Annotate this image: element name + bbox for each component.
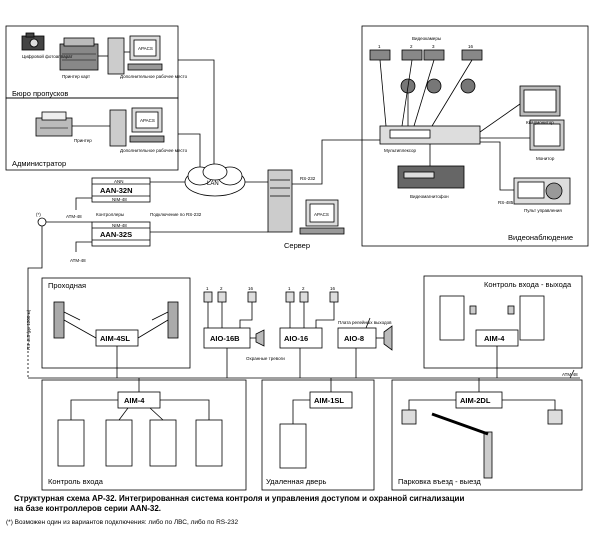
zone-sensors [203,291,339,303]
label-passage: Проходная [48,281,86,290]
label-workstation: Дополнительное рабочее место [120,74,188,79]
entrance-control-box [41,379,247,491]
label-cam-16: 16 [468,44,474,49]
remote-door-box [261,379,375,491]
parking-box [391,379,583,491]
camera-row [369,49,483,61]
label-aim4sl: AIM-4SL [100,334,130,343]
workstation-badge-icon [107,35,163,75]
label-aio16b: AIO-16B [210,334,240,343]
label-zone-1: 1 [206,286,209,291]
door-icon-right [439,295,545,341]
door-icons-entrance [57,419,223,467]
aan32s-box [91,221,151,247]
label-relay-board: Плата релейных выходов [338,319,392,325]
label-aim2dl: AIM-2DL [460,396,491,405]
video-surveillance-box [361,25,589,247]
passage-box [41,277,191,369]
digital-camera-icon [21,32,45,51]
label-aio16: AIO-16 [284,334,308,343]
label-workstation-2: Дополнительное рабочее место [120,148,188,153]
label-cam-3: 3 [432,44,435,49]
label-aio8: AIO-8 [344,334,364,343]
label-printer: Принтер [74,138,92,143]
label-video-recorder: Видеомагнитофон [410,194,449,199]
aan32n-box [91,177,151,203]
door-icon-remote [279,423,307,469]
label-administrator: Администратор [12,159,66,168]
label-zone-1b: 1 [288,286,291,291]
aio16-box [279,327,323,349]
workstation-admin-icon [109,107,165,147]
label-aan32s: AAN-32S [100,230,132,239]
label-zone-2b: 2 [302,286,305,291]
label-aim1sl: AIM-1SL [314,396,344,405]
quad-monitor-icon [519,85,561,117]
dome-camera-row [400,78,476,94]
label-aan-sub2: NIM-48 [112,223,127,228]
lan-cloud [184,163,246,197]
label-aan-sub1: NIM-48 [112,197,127,202]
label-parking: Парковка въезд - выезд [398,477,481,486]
label-monitor: Монитор [536,156,555,161]
card-printer-icon [59,37,99,71]
label-rs485: RS-485 [498,200,514,205]
label-zone-16b: 16 [330,286,336,291]
printer-icon [35,111,73,137]
label-atm-right: ATM-48 [562,372,578,377]
label-note-star: (*) [36,212,41,217]
label-rs232: RS-232 [300,176,316,181]
label-rs485-length: RS-485 (до 1200 м) [26,309,31,350]
label-multiplexer: Мультиплексор [384,148,417,153]
diagram-caption: Структурная схема АР-32. Интегрированная… [14,494,574,514]
label-badge-office: Бюро пропусков [12,89,68,98]
label-apacs-1: APACS [138,46,153,51]
label-controllers: Контроллеры [96,212,124,217]
label-zone-2: 2 [220,286,223,291]
barrier-icon [401,409,563,479]
label-ann: ANN [114,179,124,184]
label-aim4-right: AIM-4 [484,334,505,343]
label-server: Сервер [284,241,310,250]
label-cam-2: 2 [410,44,413,49]
in-out-control-box [423,275,583,369]
label-in-out-control: Контроль входа - выхода [484,280,572,289]
label-apacs-server: APACS [314,212,329,217]
label-cam-1: 1 [378,44,381,49]
label-aim4-bottom: AIM-4 [124,396,145,405]
label-control-panel: Пульт управления [524,208,562,213]
label-quad-monitor: Квадмонитор [526,120,554,125]
label-siren: Охранные тревоги [246,356,285,361]
siren-icon [255,325,393,351]
multiplexer-icon [379,125,481,145]
label-video-surveillance: Видеонаблюдение [508,233,573,242]
server-icon [267,169,293,233]
label-zone-16: 16 [248,286,254,291]
label-apacs-2: APACS [140,118,155,123]
server-monitor-icon [299,199,345,235]
label-connect-rs232: Подключение по RS-232 [150,212,202,217]
label-aan32n: AAN-32N [100,186,133,195]
footnote: (*) Возможен один из вариантов подключен… [6,519,239,526]
video-recorder-icon [397,165,465,189]
control-panel-icon [513,177,571,205]
label-card-printer: Принтер карт [62,74,90,79]
label-lan: LAN [207,181,219,187]
label-remote-door: Удаленная дверь [266,477,326,486]
label-atm-1: ATM-48 [66,214,82,219]
caption-line1: Структурная схема АР-32. Интегрированная… [14,494,465,503]
monitor-icon [529,119,565,151]
label-digital-camera: Цифровой фотоаппарат [22,53,73,59]
label-entrance-control: Контроль входа [48,477,104,486]
label-atm-2: ATM-48 [70,258,86,263]
caption-line2: на базе контроллеров серии AAN-32. [14,504,162,513]
label-cameras: Видеокамеры [412,36,441,41]
